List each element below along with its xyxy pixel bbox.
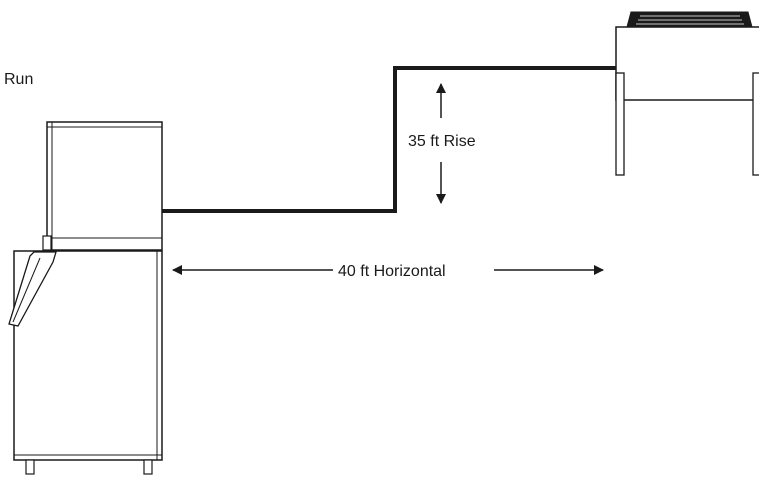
bin-door <box>8 251 57 327</box>
line-set <box>162 66 616 213</box>
condenser-cabinet <box>615 26 759 101</box>
ice-machine <box>8 121 163 475</box>
machine-foot <box>25 459 35 475</box>
fan-guard <box>626 11 753 28</box>
ice-machine-head <box>46 121 163 251</box>
machine-foot <box>143 459 153 475</box>
condenser-leg <box>615 72 625 176</box>
remote-condenser <box>615 11 759 176</box>
condenser-leg <box>752 72 759 176</box>
run-label: Run <box>4 71 33 88</box>
horizontal-label: 40 ft Horizontal <box>338 263 446 280</box>
rise-label: 35 ft Rise <box>408 133 476 150</box>
